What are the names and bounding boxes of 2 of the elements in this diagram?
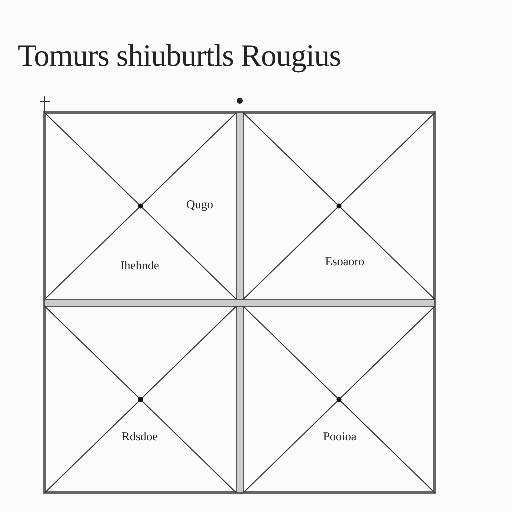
region-label: Qugo — [186, 198, 214, 212]
title: Tomurs shiuburtls Rougius — [18, 38, 341, 74]
